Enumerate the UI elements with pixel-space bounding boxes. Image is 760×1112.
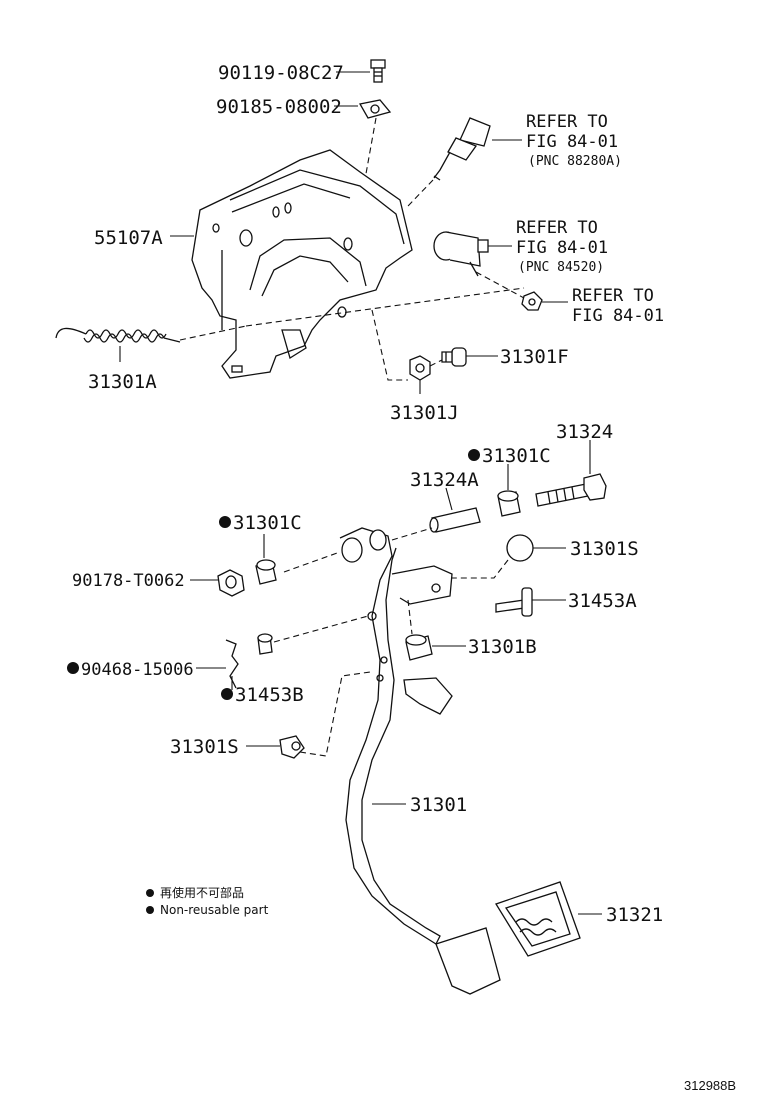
pedal-pad-31321[interactable]	[495, 881, 581, 957]
nut-small-ref[interactable]	[521, 291, 543, 311]
diagram-code: 312988B	[684, 1078, 736, 1093]
label-31301c-left: 31301C	[233, 512, 302, 534]
ref2-line1: REFER TO	[516, 218, 598, 238]
non-reusable-marker-90468	[67, 662, 79, 674]
label-31301j: 31301J	[390, 402, 459, 424]
pedal-shaft-bolt-31324[interactable]	[535, 473, 607, 507]
label-31301s-left: 31301S	[170, 736, 239, 758]
bolt-90119-08c27[interactable]	[370, 59, 386, 83]
label-90468-15006: 90468-15006	[81, 660, 194, 680]
bushing-31301c-top[interactable]	[497, 490, 521, 517]
stopper-cushion-31301b[interactable]	[405, 634, 433, 661]
label-90185-08002: 90185-08002	[216, 96, 342, 118]
bolt-31301f[interactable]	[441, 347, 467, 367]
ref1-line2: FIG 84-01	[526, 132, 618, 152]
non-reusable-marker-31301c-left	[219, 516, 231, 528]
brake-pedal-arm-31301[interactable]	[339, 527, 453, 945]
label-31453a: 31453A	[568, 590, 637, 612]
ref2-line2: FIG 84-01	[516, 238, 608, 258]
ref3-line2: FIG 84-01	[572, 306, 664, 326]
return-spring-31301a[interactable]	[55, 327, 181, 343]
pedal-bracket-55107a[interactable]	[191, 149, 413, 379]
label-31324: 31324	[556, 421, 613, 443]
legend-en: Non-reusable part	[160, 903, 269, 917]
label-31301s-right: 31301S	[570, 538, 639, 560]
label-90178-t0062: 90178-T0062	[72, 571, 185, 591]
clevis-ball-31301s-left[interactable]	[279, 735, 305, 759]
clevis-pin-31453a[interactable]	[495, 587, 533, 617]
non-reusable-marker-31301c-top	[468, 449, 480, 461]
clevis-ball-31301s-right[interactable]	[506, 534, 534, 562]
label-90119-08c27: 90119-08C27	[218, 62, 344, 84]
pedal-sensor[interactable]	[433, 231, 489, 277]
nut-31301j[interactable]	[409, 355, 431, 381]
nut-90178-t0062[interactable]	[217, 569, 245, 597]
label-31301a: 31301A	[88, 371, 157, 393]
legend-bullet-en	[146, 906, 154, 914]
ref2-pnc: (PNC 84520)	[518, 260, 604, 275]
label-31301f: 31301F	[500, 346, 569, 368]
legend-jp: 再使用不可部品	[160, 885, 244, 900]
stop-lamp-switch[interactable]	[433, 117, 491, 181]
label-31324a: 31324A	[410, 469, 479, 491]
ref1-pnc: (PNC 88280A)	[528, 154, 622, 169]
ref1-line1: REFER TO	[526, 112, 608, 132]
label-31453b: 31453B	[235, 684, 304, 706]
non-reusable-marker-31453b	[221, 688, 233, 700]
label-31321: 31321	[606, 904, 663, 926]
collar-31324a[interactable]	[429, 507, 481, 533]
bushing-31301c-left[interactable]	[255, 559, 277, 585]
label-55107a: 55107A	[94, 227, 163, 249]
legend-bullet-jp	[146, 889, 154, 897]
clip-90468-15006[interactable]	[225, 639, 239, 689]
label-31301: 31301	[410, 794, 467, 816]
label-31301b: 31301B	[468, 636, 537, 658]
bushing-31453b[interactable]	[257, 633, 273, 655]
label-31301c-top: 31301C	[482, 445, 551, 467]
ref3-line1: REFER TO	[572, 286, 654, 306]
nut-90185-08002[interactable]	[358, 99, 392, 119]
pedal-pad-plate[interactable]	[435, 927, 501, 995]
